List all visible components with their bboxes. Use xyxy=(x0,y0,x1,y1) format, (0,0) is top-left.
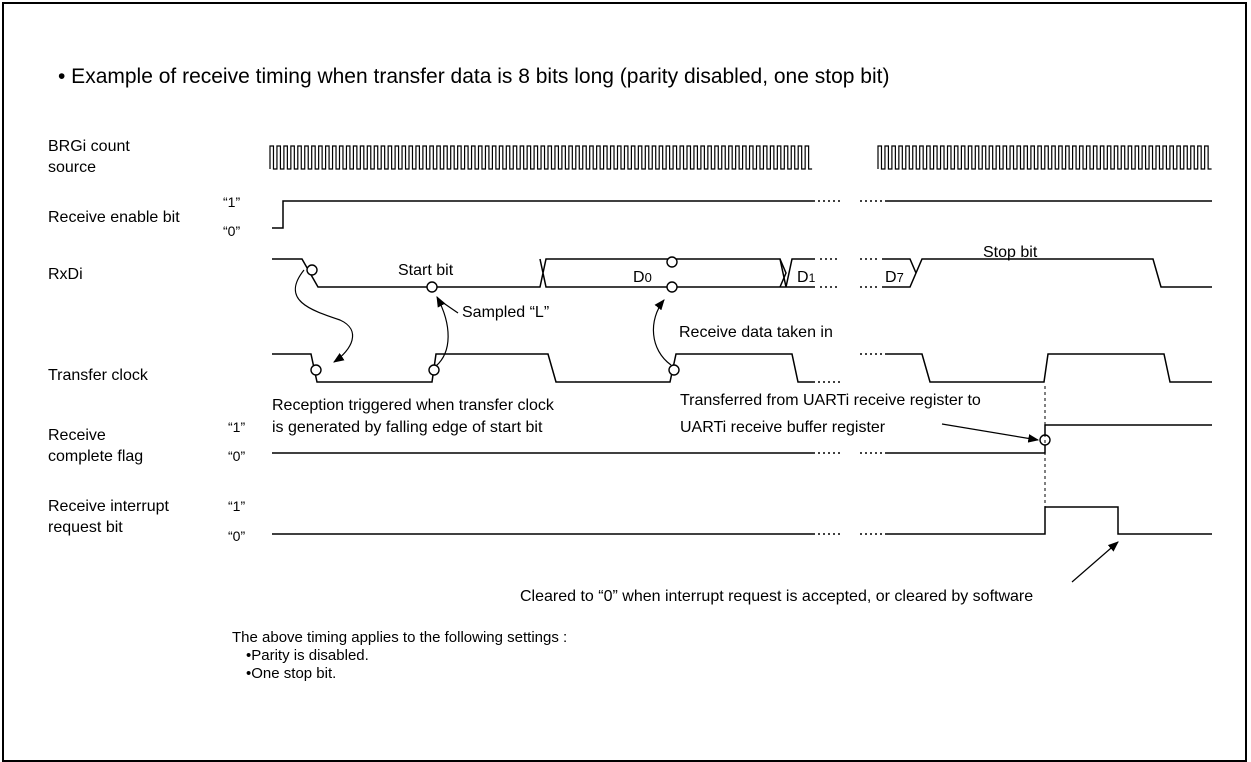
receive-interrupt-label-line2: request bit xyxy=(48,519,123,536)
figure-title: • Example of receive timing when transfe… xyxy=(58,65,889,88)
rxd-gap xyxy=(820,258,880,288)
receive-complete-high: “1” xyxy=(228,419,245,435)
sample-point-start-edge xyxy=(306,264,318,276)
transferred-line2: UARTi receive buffer register xyxy=(680,419,886,436)
brg-label-line1: BRGi count xyxy=(48,138,130,155)
rxd-label: RxDi xyxy=(48,266,83,283)
receive-complete-label-line2: complete flag xyxy=(48,448,143,465)
reception-triggered-line2: is generated by falling edge of start bi… xyxy=(272,419,543,436)
brg-label-line2: source xyxy=(48,159,96,176)
d1-label: D1 xyxy=(797,269,816,286)
receive-interrupt-low: “0” xyxy=(228,528,245,544)
receive-enable-low: “0” xyxy=(223,223,240,239)
receive-interrupt-high: “1” xyxy=(228,498,245,514)
receive-complete-label-line1: Receive xyxy=(48,427,106,444)
arrow-cleared xyxy=(1071,541,1119,583)
receive-enable-high: “1” xyxy=(223,194,240,210)
arrow-start-to-clock xyxy=(294,269,354,363)
cleared-annotation: Cleared to “0” when interrupt request is… xyxy=(520,588,1033,605)
start-bit-label: Start bit xyxy=(398,262,454,279)
sample-point-d0-high xyxy=(666,256,678,268)
rxd-d1-cell xyxy=(779,258,787,288)
sampled-l-annotation: Sampled “L” xyxy=(462,304,549,321)
data-taken-in-annotation: Receive data taken in xyxy=(679,324,833,341)
stop-bit-label: Stop bit xyxy=(983,244,1038,261)
transferred-line1: Transferred from UARTi receive register … xyxy=(680,392,981,409)
clock-point-1 xyxy=(310,364,322,376)
clock-point-2 xyxy=(428,364,440,376)
notes-heading: The above timing applies to the followin… xyxy=(232,629,567,646)
notes-item-parity: •Parity is disabled. xyxy=(246,647,369,664)
transfer-clock-waveform xyxy=(272,353,1212,383)
brg-clock-waveform-left xyxy=(269,145,813,170)
receive-complete-low: “0” xyxy=(228,448,245,464)
rxd-d7-stop xyxy=(882,258,1212,288)
receive-interrupt-label-line1: Receive interrupt xyxy=(48,498,170,515)
notes-item-stop-bit: •One stop bit. xyxy=(246,665,336,682)
arrow-sampled-l-leader xyxy=(441,301,459,314)
receive-interrupt-waveform xyxy=(272,506,1212,535)
arrow-clock-to-data xyxy=(652,299,672,366)
rxd-waveform xyxy=(272,258,815,288)
clock-point-3 xyxy=(668,364,680,376)
receive-enable-label: Receive enable bit xyxy=(48,209,180,226)
reception-triggered-line1: Reception triggered when transfer clock xyxy=(272,397,555,414)
d0-label: D0 xyxy=(633,269,652,286)
receive-enable-waveform xyxy=(272,200,1212,229)
arrow-clock-to-sample xyxy=(435,296,449,367)
sample-point-d0-low xyxy=(666,281,678,293)
arrow-transferred xyxy=(941,423,1040,443)
sample-point-start-bit xyxy=(426,281,438,293)
d7-label: D7 xyxy=(885,269,904,286)
brg-clock-waveform-right xyxy=(877,145,1212,170)
transfer-clock-label: Transfer clock xyxy=(48,367,149,384)
transfer-clock-gap xyxy=(818,353,882,383)
